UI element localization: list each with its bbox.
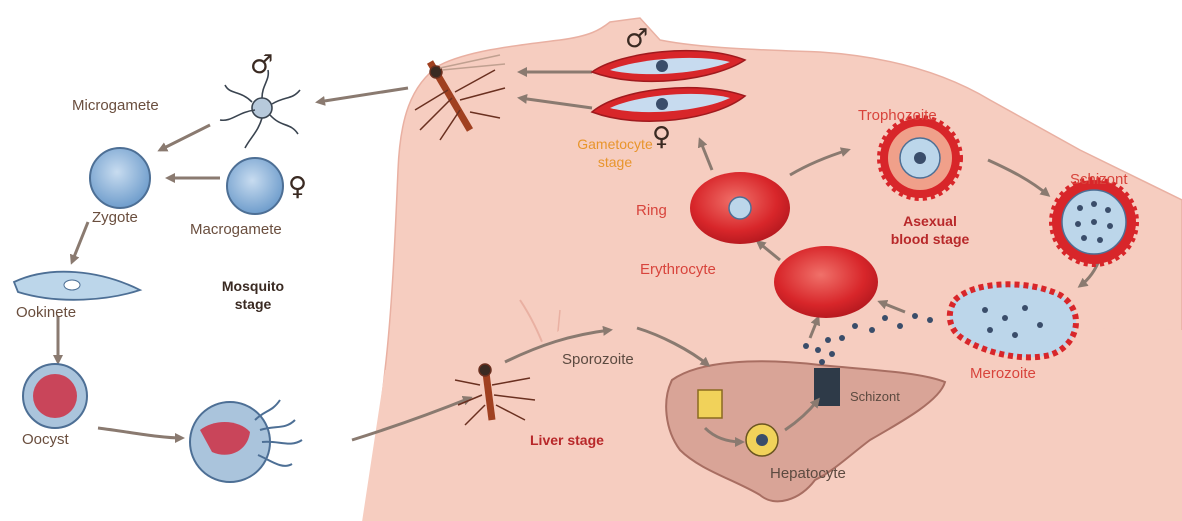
macrogamete-icon xyxy=(227,158,283,214)
label-oocyst: Oocyst xyxy=(22,432,69,447)
red-blood-cell-icon xyxy=(774,246,878,318)
label-mosquito-stage-line2: stage xyxy=(208,296,298,314)
zygote-icon xyxy=(90,148,150,208)
label-hepatocyte: Hepatocyte xyxy=(770,466,846,481)
label-liver-schizont: Schizont xyxy=(850,390,900,403)
label-asexual-line1: Asexual xyxy=(870,213,990,231)
hepatocyte-nucleus xyxy=(756,434,768,446)
label-asexual-blood-stage: Asexual blood stage xyxy=(870,213,990,248)
label-schizont: Schizont xyxy=(1070,172,1128,187)
label-zygote: Zygote xyxy=(92,210,138,225)
oocyst-sporozoites xyxy=(33,374,77,418)
label-gametocyte-stage: Gametocyte stage xyxy=(560,136,670,171)
label-liver-stage: Liver stage xyxy=(530,432,604,450)
ookinete-nucleus xyxy=(64,280,80,290)
label-ring: Ring xyxy=(636,203,667,218)
male-symbol: ♂ xyxy=(625,26,648,52)
label-mosquito-stage: Mosquito stage xyxy=(208,278,298,313)
label-macrogamete: Macrogamete xyxy=(190,222,282,237)
label-ookinete: Ookinete xyxy=(16,305,76,320)
label-asexual-line2: blood stage xyxy=(870,231,990,249)
red-blood-cell-icon xyxy=(690,172,790,244)
label-mosquito-stage-line1: Mosquito xyxy=(208,278,298,296)
label-gametocyte-line1: Gametocyte xyxy=(560,136,670,154)
liver-schizont-box xyxy=(698,390,722,418)
label-merozoite: Merozoite xyxy=(970,366,1036,381)
label-gametocyte-line2: stage xyxy=(560,154,670,172)
label-sporozoite: Sporozoite xyxy=(562,352,634,367)
microgamete-icon xyxy=(220,70,300,148)
label-microgamete: Microgamete xyxy=(72,98,159,113)
schizont-cell-icon xyxy=(1052,180,1136,264)
label-erythrocyte: Erythrocyte xyxy=(640,262,716,277)
trophozoite-cell-icon xyxy=(880,118,960,198)
male-symbol: ♂ xyxy=(250,52,273,78)
label-trophozoite: Trophozoite xyxy=(858,108,937,123)
female-symbol: ♀ xyxy=(288,174,307,200)
